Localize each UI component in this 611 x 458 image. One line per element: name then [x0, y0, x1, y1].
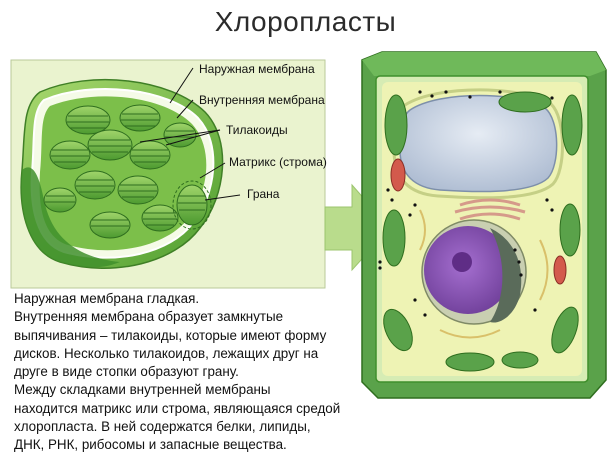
granum — [43, 187, 77, 213]
golgi-apparatus — [454, 198, 526, 221]
label-matrix: Матрикс (строма) — [229, 155, 327, 169]
label-grana: Грана — [247, 187, 280, 201]
chloroplast — [551, 306, 579, 354]
chloroplast — [382, 209, 406, 267]
label-thylakoids: Тилакоиды — [226, 123, 288, 137]
chloroplast — [501, 351, 539, 369]
chloroplast — [384, 94, 408, 156]
label-outer-membrane: Наружная мембрана — [199, 62, 315, 76]
granum — [141, 204, 179, 232]
description-line: Между складками внутренней мембраны — [14, 382, 271, 398]
description-line: хлоропласта. В ней содержатся белки, лип… — [14, 419, 311, 435]
endoplasmic-reticulum — [419, 209, 549, 339]
ribosomes — [378, 90, 554, 317]
chloroplast — [561, 94, 583, 156]
chloroplast — [383, 308, 413, 352]
description-text: Наружная мембрана гладкая. Внутренняя ме… — [14, 290, 374, 455]
granum — [129, 140, 171, 170]
description-line: друге в виде стопки образуют грану. — [14, 364, 239, 380]
description-line: находится матрикс или строма, являющаяся… — [14, 400, 341, 416]
chloroplast — [559, 203, 581, 257]
label-inner-membrane: Внутренняя мембрана — [199, 93, 325, 107]
description-line: Внутренняя мембрана образует замкнутые — [14, 309, 284, 325]
granum — [49, 140, 91, 170]
plant-cell-illustration — [361, 51, 607, 399]
granum — [65, 105, 111, 135]
granum-highlighted — [172, 180, 212, 230]
granum — [89, 211, 131, 239]
page-title: Хлоропласты — [214, 6, 397, 37]
nucleus-cut-face — [490, 228, 522, 323]
granum — [87, 129, 133, 161]
description-line: ДНК, РНК, рибосомы и запасные вещества. — [14, 437, 287, 453]
mitochondrion — [390, 158, 406, 192]
description-line: Наружная мембрана гладкая. — [14, 291, 200, 306]
granum — [119, 104, 161, 132]
nucleolus — [452, 252, 472, 272]
granum — [74, 170, 116, 200]
cell-wall-outer-face — [362, 52, 606, 76]
description-line: дисков. Несколько тилакоидов, лежащих др… — [14, 345, 319, 361]
chloroplast — [498, 91, 552, 113]
grana-stacks — [43, 104, 212, 239]
granum — [163, 122, 197, 148]
mitochondrion — [553, 255, 567, 285]
chloroplast — [445, 352, 495, 372]
chloroplast-cut-face — [21, 167, 121, 268]
description-line: выпячивания – тилакоиды, которые имеют ф… — [14, 327, 327, 343]
granum — [117, 175, 159, 205]
leader-lines — [139, 67, 241, 201]
